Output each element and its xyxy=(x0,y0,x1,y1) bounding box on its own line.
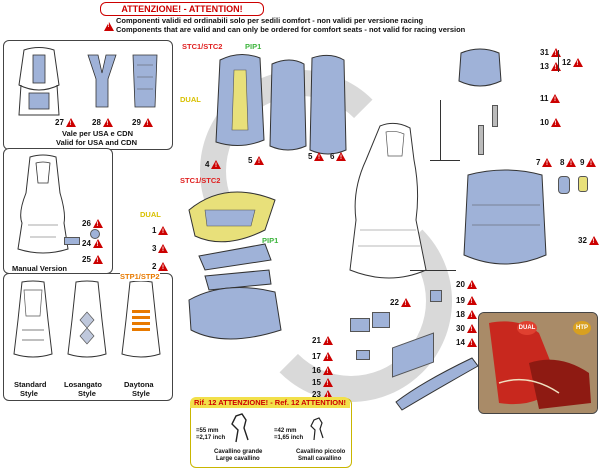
callout-25[interactable]: 25 xyxy=(82,255,103,266)
seat-photo-drawing xyxy=(479,313,597,413)
callout-18[interactable]: 18 xyxy=(456,310,477,321)
callout-12[interactable]: 12 xyxy=(562,58,583,69)
part-9 xyxy=(578,176,588,192)
callout-19[interactable]: 19 xyxy=(456,296,477,307)
large-dim-2: =2,17 inch xyxy=(196,435,226,441)
large-dim-1: =55 mm xyxy=(196,428,219,434)
small-caption-2: Small cavallino xyxy=(298,456,342,462)
part-8 xyxy=(558,176,570,194)
callout-21[interactable]: 21 xyxy=(312,336,333,347)
callout-6[interactable]: 6 xyxy=(330,152,347,163)
ref12-panel xyxy=(190,398,352,468)
connector-part xyxy=(430,290,442,302)
dual-mid-label: DUAL xyxy=(140,210,161,219)
usa-caption-en: Valid for USA and CDN xyxy=(56,138,137,147)
side-trim-drawing xyxy=(395,357,479,411)
callout-10[interactable]: 10 xyxy=(540,118,561,129)
ref12-title: Rif. 12 ATTENZIONE! - Ref. 12 ATTENTION! xyxy=(190,397,350,408)
switch-part-3 xyxy=(356,350,370,360)
style-standard-name-1: Standard xyxy=(14,380,47,389)
callout-9[interactable]: 9 xyxy=(580,158,597,169)
bracket-12 xyxy=(558,50,559,72)
usa-part-29-drawing xyxy=(132,54,158,108)
standard-seat-drawing xyxy=(13,280,53,358)
callout-30[interactable]: 30 xyxy=(456,324,477,335)
leader-line-1 xyxy=(430,160,460,161)
callout-29[interactable]: 29 xyxy=(132,118,153,129)
large-cavallino-icon xyxy=(231,413,249,443)
losangato-seat-drawing xyxy=(67,280,107,358)
callout-32[interactable]: 32 xyxy=(578,236,599,247)
small-dim-1: =42 mm xyxy=(274,428,297,434)
pip-top-label: PIP1 xyxy=(245,42,262,51)
callout-16[interactable]: 16 xyxy=(312,366,333,377)
small-cavallino-icon xyxy=(310,417,324,441)
leader-line-2 xyxy=(440,100,441,160)
attention-line-it: Componenti validi ed ordinabili solo per… xyxy=(116,16,424,25)
callout-13[interactable]: 13 xyxy=(540,62,561,73)
backrest-shell-drawing xyxy=(463,169,547,265)
headrest-drawing xyxy=(458,48,502,87)
attention-warning-icon xyxy=(104,18,114,36)
main-seat-outline xyxy=(349,122,427,279)
callout-15[interactable]: 15 xyxy=(312,378,333,389)
usa-part-28-drawing xyxy=(87,54,117,108)
manual-lever-part xyxy=(64,237,80,245)
usa-caption-it: Vale per USA e CDN xyxy=(62,129,133,138)
usa-frame-drawing xyxy=(18,47,60,116)
style-losangato-name-1: Losangato xyxy=(64,380,102,389)
manual-version-caption: Manual Version xyxy=(10,264,70,273)
callout-3[interactable]: 3 xyxy=(152,244,169,255)
callout-1[interactable]: 1 xyxy=(152,226,169,237)
callout-17[interactable]: 17 xyxy=(312,352,333,363)
manual-knob-part xyxy=(90,229,100,239)
large-caption-2: Large cavallino xyxy=(216,456,260,462)
callout-7[interactable]: 7 xyxy=(536,158,553,169)
callout-2[interactable]: 2 xyxy=(152,262,169,273)
dual-top-label: DUAL xyxy=(180,95,201,104)
callout-4[interactable]: 4 xyxy=(205,160,222,171)
callout-31[interactable]: 31 xyxy=(540,48,561,59)
manual-version-panel: 26 24 25 xyxy=(3,148,113,274)
styles-panel: STP1/STP2 Standard Style Losangato Style… xyxy=(3,272,173,401)
callout-24[interactable]: 24 xyxy=(82,239,103,250)
callout-5b[interactable]: 5 xyxy=(248,156,265,167)
callout-22[interactable]: 22 xyxy=(390,298,411,309)
leader-line-3 xyxy=(410,270,456,271)
stc-top-label: STC1/STC2 xyxy=(182,42,223,51)
seat-photo-inset: DUAL HTP xyxy=(478,312,598,414)
style-losangato-name-2: Style xyxy=(78,389,96,398)
callout-26[interactable]: 26 xyxy=(82,219,103,230)
daytona-seat-drawing xyxy=(121,280,161,358)
usa-cdn-panel: 27 28 29 Vale per USA e CDN Valid for US… xyxy=(3,40,173,150)
callout-23[interactable]: 23 xyxy=(312,390,333,401)
attention-title: ATTENZIONE! - ATTENTION! xyxy=(100,2,264,16)
htp-photo-tag: HTP xyxy=(573,321,591,335)
switch-part-1 xyxy=(350,318,370,332)
callout-20[interactable]: 20 xyxy=(456,280,477,291)
small-caption-1: Cavallino piccolo xyxy=(296,449,346,455)
switch-part-2 xyxy=(372,312,390,328)
attention-line-en: Components that are valid and can only b… xyxy=(116,25,466,34)
style-daytona-name-1: Daytona xyxy=(124,380,154,389)
callout-8[interactable]: 8 xyxy=(560,158,577,169)
callout-27[interactable]: 27 xyxy=(55,118,76,129)
guide-pin-part-2 xyxy=(492,105,498,127)
manual-seat-drawing xyxy=(17,154,69,254)
seatback-cover-drawing xyxy=(215,54,347,155)
callout-5a[interactable]: 5 xyxy=(308,152,325,163)
guide-pin-part xyxy=(478,125,484,155)
stc-mid-label: STC1/STC2 xyxy=(180,176,221,185)
large-caption-1: Cavallino grande xyxy=(214,449,263,455)
callout-28[interactable]: 28 xyxy=(92,118,113,129)
dual-photo-tag: DUAL xyxy=(517,321,537,335)
pip-mid-label: PIP1 xyxy=(262,236,279,245)
style-standard-name-2: Style xyxy=(20,389,38,398)
callout-14[interactable]: 14 xyxy=(456,338,477,349)
seat-cushion-drawing xyxy=(188,191,282,340)
callout-11[interactable]: 11 xyxy=(540,94,561,105)
style-daytona-name-2: Style xyxy=(132,389,150,398)
small-dim-2: =1,65 inch xyxy=(274,435,304,441)
stp-label: STP1/STP2 xyxy=(120,272,160,281)
